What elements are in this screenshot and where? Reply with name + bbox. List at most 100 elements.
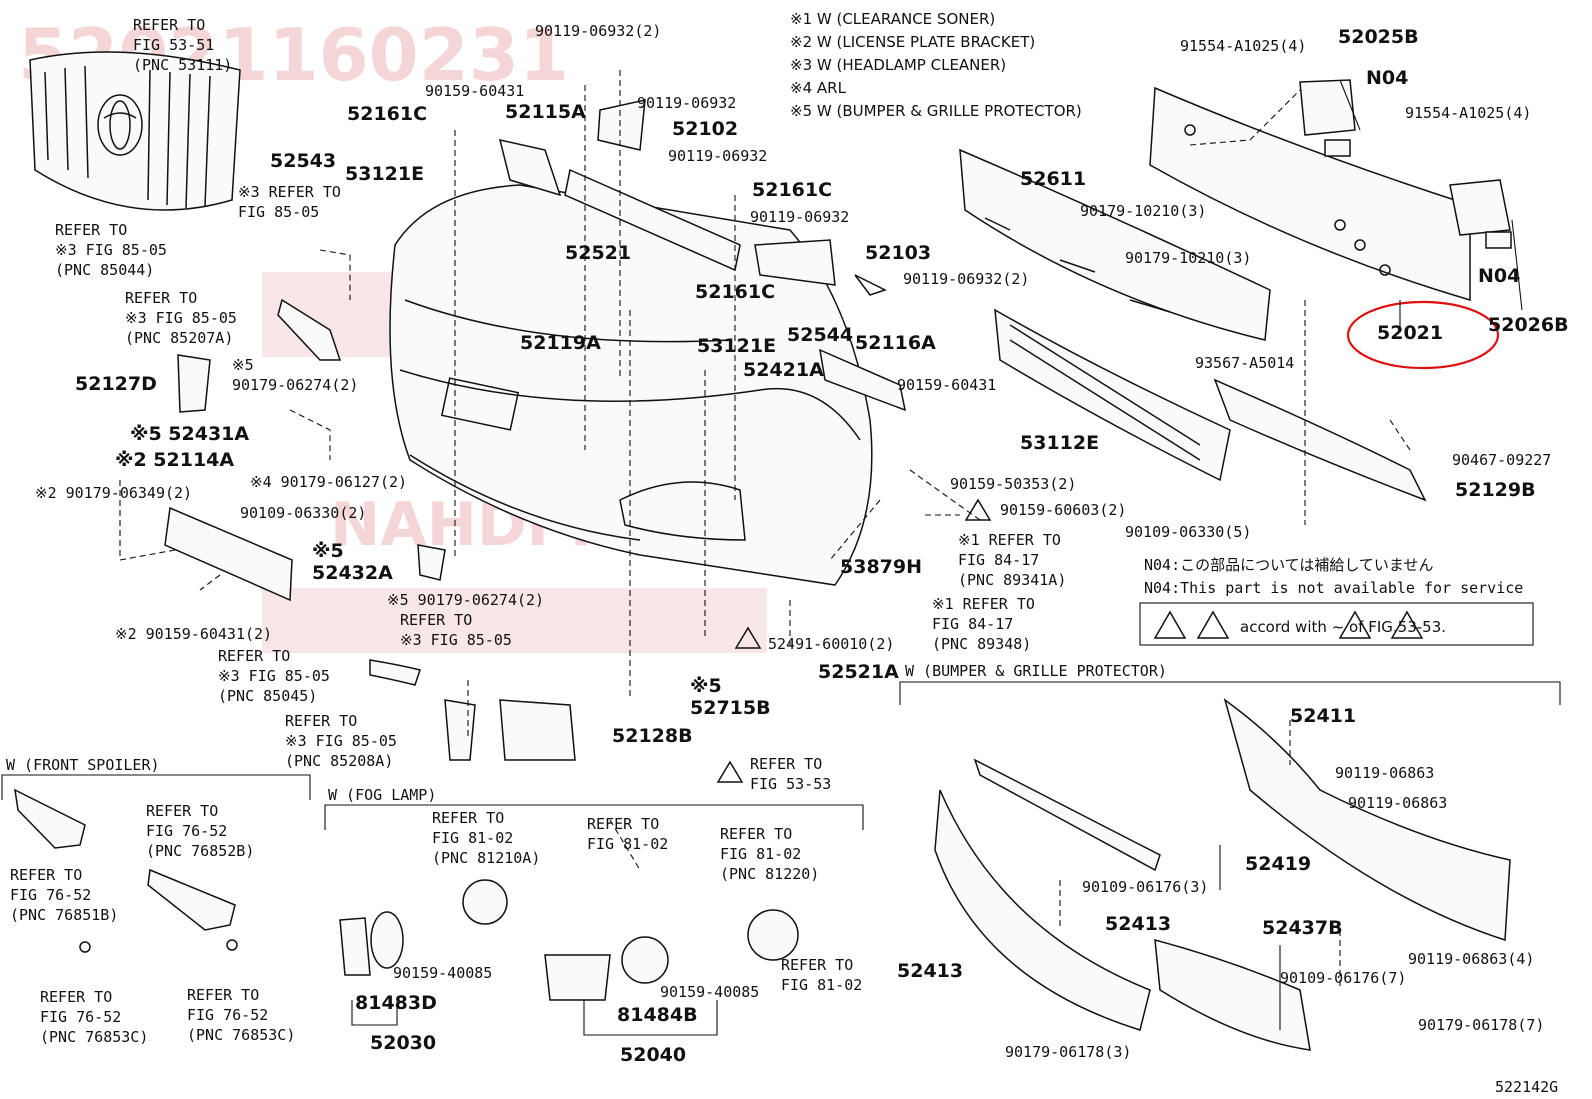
part-label-refer-85-05-b: REFER TO [400, 611, 472, 629]
front-spoiler-parts [14, 788, 238, 953]
part-label-p-90119-06932-2: 90119-06932(2) [535, 22, 661, 40]
energy-absorber [959, 148, 1271, 341]
note-w1: ※1 W (CLEARANCE SONER) [790, 10, 995, 28]
part-label-p-90159-60431-b: 90159-60431 [897, 376, 996, 394]
part-label-refer-76853C-b: REFER TO [187, 986, 259, 1004]
part-label-p-91554-b: 91554-A1025(4) [1405, 104, 1531, 122]
part-label-p-52119A: 52119A [520, 332, 601, 354]
part-label-p-52413-a: 52413 [1105, 913, 1171, 935]
side-retainers [1299, 79, 1512, 249]
part-label-p-52544: 52544 [787, 324, 853, 346]
part-label-p-52431A: ※5 52431A [130, 423, 249, 445]
section-fog-lamp: W (FOG LAMP) [328, 786, 436, 804]
part-label-p-52491-60010: 52491-60010(2) [768, 635, 894, 653]
part-label-p-90159-60431-c: ※2 90159-60431(2) [115, 625, 272, 643]
part-label-p-52161C-a: 52161C [347, 103, 427, 125]
part-label-p-52161C-c: 52161C [695, 281, 775, 303]
part-label-p-90179-06178-b: 90179-06178(7) [1418, 1016, 1544, 1034]
part-label-p-90109-06176-b: 90109-06176(7) [1280, 969, 1406, 987]
part-label-p-90159-50353: 90159-50353(2) [950, 475, 1076, 493]
part-label-p-53121E-b: 53121E [697, 335, 776, 357]
part-label-refer-53-51: FIG 53-51 [133, 36, 214, 54]
note-w2: ※2 W (LICENSE PLATE BRACKET) [790, 33, 1035, 51]
part-label-refer-81210A: FIG 81-02 [432, 829, 513, 847]
note-triangles [716, 274, 1534, 783]
part-label-refer-81-02-b: REFER TO [781, 956, 853, 974]
part-label-p-91554-a: 91554-A1025(4) [1180, 37, 1306, 55]
part-label-refer-81-02-a: REFER TO [587, 815, 659, 833]
part-label-refer-76853C-a: (PNC 76853C) [40, 1028, 148, 1046]
radiator-grille [29, 51, 241, 211]
part-label-p-90159-40085-a: 90159-40085 [393, 964, 492, 982]
part-label-p-90119-06863-b: 90119-06863 [1348, 794, 1447, 812]
part-label-p-52103: 52103 [865, 242, 931, 264]
part-label-p-52021: 52021 [1377, 322, 1443, 344]
part-label-p-N04-a: N04 [1366, 67, 1408, 89]
part-label-refer-53-53: REFER TO [750, 755, 822, 773]
part-label-p-N04-b: N04 [1478, 265, 1520, 287]
part-label-p-81483D: 81483D [355, 992, 437, 1014]
note-w3: ※3 W (HEADLAMP CLEANER) [790, 56, 1006, 74]
lower-grille [994, 308, 1231, 482]
part-label-refer-85207A: REFER TO [125, 289, 197, 307]
upper-center-parts [164, 99, 907, 761]
part-label-p-93567: 93567-A5014 [1195, 354, 1294, 372]
part-label-refer-53-51: (PNC 53111) [133, 56, 232, 74]
part-label-p-52030: 52030 [370, 1032, 436, 1054]
part-label-refer-81220: FIG 81-02 [720, 845, 801, 863]
section-frames [1, 681, 1561, 830]
bumper-reinforcement [1149, 86, 1471, 302]
section-front-spoiler: W (FRONT SPOILER) [6, 756, 160, 774]
part-label-p-90179-06274-a: ※5 [232, 356, 254, 374]
part-label-refer-76851B: REFER TO [10, 866, 82, 884]
part-label-p-90119-06932-c: 90119-06932 [750, 208, 849, 226]
part-label-refer-76851B: (PNC 76851B) [10, 906, 118, 924]
part-label-p-90179-06127: ※4 90179-06127(2) [250, 473, 407, 491]
part-label-p-90119-06863-a: 90119-06863 [1335, 764, 1434, 782]
part-label-p-52413-b: 52413 [897, 960, 963, 982]
part-label-p-52421A: 52421A [743, 359, 824, 381]
part-label-p-90467: 90467-09227 [1452, 451, 1551, 469]
part-label-refer-76853C-a: REFER TO [40, 988, 112, 1006]
part-label-refer-53-51: REFER TO [133, 16, 205, 34]
part-label-p-53879H: 53879H [840, 556, 922, 578]
part-label-refer-89348: (PNC 89348) [932, 635, 1031, 653]
protector-parts [934, 698, 1511, 1051]
part-label-p-90179-06274-b: ※5 90179-06274(2) [387, 591, 544, 609]
service-note-jp: N04:この部品については補給していません [1144, 556, 1433, 574]
part-label-p-52543: 52543 [270, 150, 336, 172]
part-label-refer-76852B: (PNC 76852B) [146, 842, 254, 860]
part-label-refer-85-05-a: ※3 REFER TO [238, 183, 341, 201]
part-label-refer-85045: REFER TO [218, 647, 290, 665]
part-label-refer-76852B: REFER TO [146, 802, 218, 820]
figure-id: 522142G [1495, 1078, 1558, 1096]
part-label-p-52411: 52411 [1290, 705, 1356, 727]
part-label-p-90159-60431-a: 90159-60431 [425, 82, 524, 100]
part-label-p-52521A: 52521A [818, 661, 899, 683]
part-label-p-52437B: 52437B [1262, 917, 1343, 939]
part-label-refer-81220: REFER TO [720, 825, 792, 843]
part-label-p-90119-06932-d: 90119-06932(2) [903, 270, 1029, 288]
part-label-p-52128B: 52128B [612, 725, 693, 747]
part-label-refer-81210A: REFER TO [432, 809, 504, 827]
part-label-refer-85-05-b: ※3 FIG 85-05 [400, 631, 512, 649]
part-label-refer-81-02-b: FIG 81-02 [781, 976, 862, 994]
part-label-refer-85207A: ※3 FIG 85-05 [125, 309, 237, 327]
notes-block: ※1 W (CLEARANCE SONER) ※2 W (LICENSE PLA… [6, 10, 1558, 1096]
part-label-p-90119-06932-a: 90119-06932 [637, 94, 736, 112]
part-label-p-90119-06863-c: 90119-06863(4) [1408, 950, 1534, 968]
part-label-refer-76853C-a: FIG 76-52 [40, 1008, 121, 1026]
part-label-p-90159-40085-b: 90159-40085 [660, 983, 759, 1001]
part-label-p-52116A: 52116A [855, 332, 936, 354]
part-label-p-52521: 52521 [565, 242, 631, 264]
part-label-refer-76853C-b: (PNC 76853C) [187, 1026, 295, 1044]
part-label-p-90179-06349: ※2 90179-06349(2) [35, 484, 192, 502]
note-w5: ※5 W (BUMPER & GRILLE PROTECTOR) [790, 102, 1082, 120]
part-label-refer-81210A: (PNC 81210A) [432, 849, 540, 867]
part-label-refer-85045: ※3 FIG 85-05 [218, 667, 330, 685]
part-label-p-90119-06932-b: 90119-06932 [668, 147, 767, 165]
part-label-refer-76851B: FIG 76-52 [10, 886, 91, 904]
part-label-p-81484B: 81484B [617, 1004, 698, 1026]
part-label-refer-85208A: ※3 FIG 85-05 [285, 732, 397, 750]
